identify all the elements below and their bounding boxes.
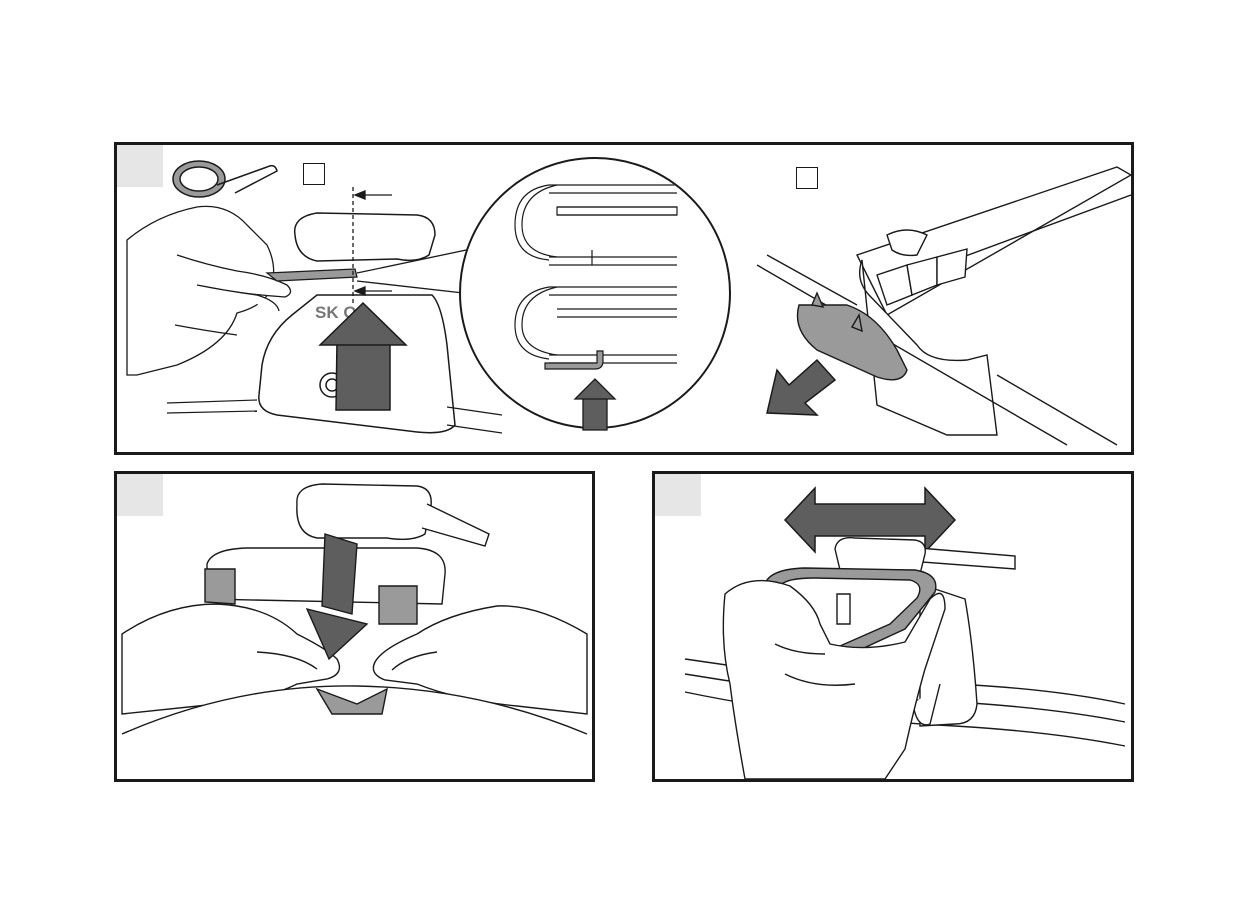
panel-bottom-left bbox=[114, 471, 595, 782]
hex-key-icon bbox=[173, 161, 277, 197]
down-left-arrow-icon bbox=[767, 360, 835, 415]
cover-press-down-illustration bbox=[117, 474, 592, 779]
up-arrow-icon bbox=[336, 340, 390, 410]
panel-top: SK OA bbox=[114, 142, 1134, 455]
cover-adjust-illustration bbox=[655, 474, 1131, 779]
end-cap-removal-illustration bbox=[757, 167, 1131, 445]
magnified-cross-section bbox=[460, 158, 730, 430]
panel-bottom-right bbox=[652, 471, 1134, 782]
roof-bar-foot-illustration: SK OA bbox=[117, 145, 1131, 452]
